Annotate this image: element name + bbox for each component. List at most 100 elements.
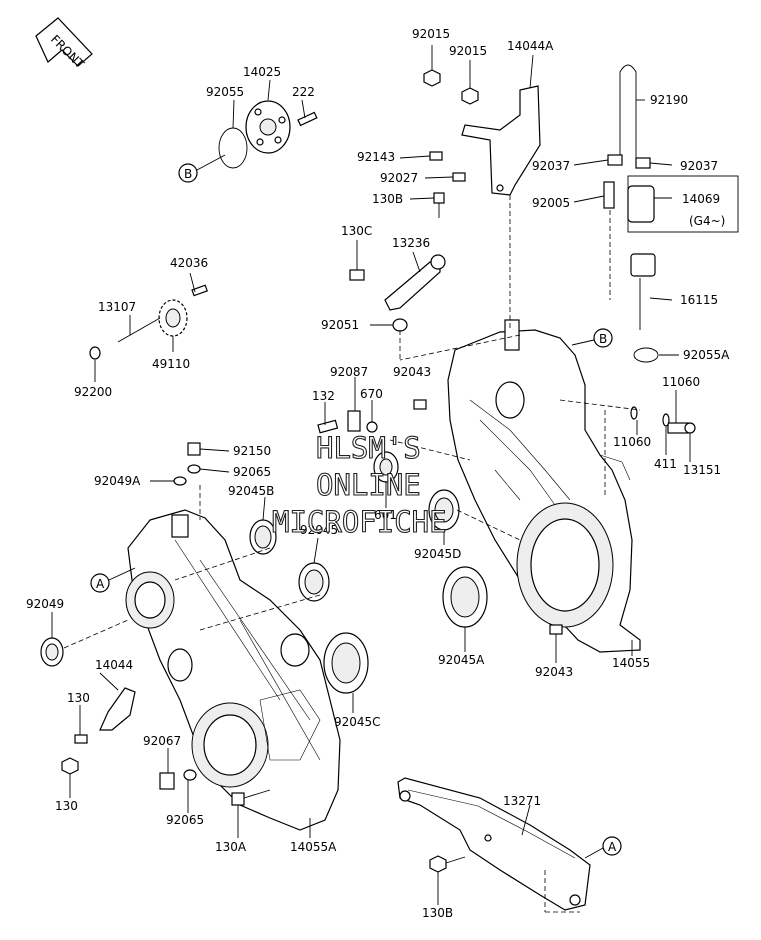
breather-hose-92190 — [603, 64, 655, 223]
switch-13151 — [667, 422, 696, 434]
label-92049A: 92049A — [94, 474, 141, 488]
bracket-14044 — [99, 687, 136, 731]
label-132: 132 — [312, 389, 335, 403]
label-14025: 14025 — [243, 65, 281, 79]
bolt-130B-bottom — [429, 855, 466, 873]
svg-text:B: B — [184, 167, 192, 181]
washer-92051 — [392, 318, 408, 332]
label-92143: 92143 — [357, 150, 395, 164]
seal-601 — [373, 451, 399, 483]
assembly-dashed-lines — [63, 195, 641, 913]
bolts-130 — [61, 734, 88, 775]
label-92065: 92065 — [166, 813, 204, 827]
label-92015: 92015 — [412, 27, 450, 41]
label-11060: 11060 — [613, 435, 651, 449]
label-92049: 92049 — [26, 597, 64, 611]
svg-text:B: B — [599, 332, 607, 346]
bearing-92045A — [442, 566, 488, 628]
label-14069: 14069 — [682, 192, 720, 206]
label-42036: 42036 — [170, 256, 208, 270]
label-13271: 13271 — [503, 794, 541, 808]
label-14055A: 14055A — [290, 840, 337, 854]
label-16115: 16115 — [680, 293, 718, 307]
label-130C: 130C — [341, 224, 372, 238]
label-13151: 13151 — [683, 463, 721, 477]
screw-222 — [297, 111, 318, 127]
label-601: 601 — [374, 508, 397, 522]
label-92150: 92150 — [233, 444, 271, 458]
callout-b-left: B — [178, 154, 226, 183]
lever-13236 — [349, 254, 446, 311]
label-92037: 92037 — [532, 159, 570, 173]
label-14044A: 14044A — [507, 39, 554, 53]
bearing-92045D — [428, 489, 460, 531]
left-gear-case — [125, 509, 341, 831]
bracket-14044A — [461, 85, 541, 196]
bearing-92045B — [249, 519, 277, 555]
label-92067: 92067 — [143, 734, 181, 748]
label-92045B: 92045B — [228, 484, 274, 498]
bearing-92045 — [298, 562, 330, 602]
callout-a-right: A — [584, 836, 622, 859]
right-gear-case — [447, 319, 641, 653]
label-670: 670 — [360, 387, 383, 401]
watermark-line-2: ONLINE — [316, 468, 421, 502]
label-92200: 92200 — [74, 385, 112, 399]
o-ring-92055A — [633, 347, 659, 363]
svg-text:A: A — [608, 840, 617, 854]
label-92065: 92065 — [233, 465, 271, 479]
label-130: 130 — [67, 691, 90, 705]
label-92027: 92027 — [380, 171, 418, 185]
label-13236: 13236 — [392, 236, 430, 250]
bolt-130B-top — [433, 192, 445, 218]
label-14055: 14055 — [612, 656, 650, 670]
label-92055: 92055 — [206, 85, 244, 99]
nuts-92015 — [423, 69, 479, 105]
dipstick-16115 — [630, 253, 656, 330]
drain-plug-92067 — [159, 769, 197, 790]
bearing-92045C — [323, 632, 369, 694]
label-92005: 92005 — [532, 196, 570, 210]
bolts-132-670-92087 — [317, 410, 378, 434]
label-g4: (G4~) — [689, 214, 725, 228]
label-411: 411 — [654, 457, 677, 471]
shaft-13107 — [117, 317, 161, 343]
label-11060: 11060 — [662, 375, 700, 389]
label-92015: 92015 — [449, 44, 487, 58]
svg-text:A: A — [96, 577, 105, 591]
label-49110: 49110 — [152, 357, 190, 371]
label-92190: 92190 — [650, 93, 688, 107]
label-92051: 92051 — [321, 318, 359, 332]
watermark: HLSM'S ONLINE MICROFICHE — [271, 430, 447, 539]
label-130B: 130B — [372, 192, 403, 206]
label-130: 130 — [55, 799, 78, 813]
callout-a-left: A — [90, 567, 136, 593]
label-92045A: 92045A — [438, 653, 485, 667]
cover-plate — [397, 777, 591, 911]
label-130A: 130A — [215, 840, 247, 854]
oil-pump-cover — [245, 100, 291, 154]
label-222: 222 — [292, 85, 315, 99]
label-92043: 92043 — [535, 665, 573, 679]
seal-92049 — [40, 637, 64, 667]
label-92045D: 92045D — [414, 547, 461, 561]
label-92087: 92087 — [330, 365, 368, 379]
washer-92200 — [89, 346, 101, 360]
collars-92143-92027 — [429, 151, 466, 182]
watermark-line-1: HLSM'S — [316, 431, 421, 465]
label-14044: 14044 — [95, 658, 133, 672]
label-92043: 92043 — [393, 365, 431, 379]
part-labels: 92015 92015 14044A 92190 14025 92055 222… — [26, 27, 730, 920]
label-13107: 13107 — [98, 300, 136, 314]
label-92055A: 92055A — [683, 348, 730, 362]
watermark-line-3: MICROFICHE — [272, 505, 447, 539]
variant-box — [627, 175, 739, 233]
plug-92150 — [173, 442, 201, 486]
front-arrow-icon: FRONT — [35, 17, 93, 72]
label-92045C: 92045C — [334, 715, 381, 729]
washers-11060-411 — [630, 406, 670, 427]
label-130B: 130B — [422, 906, 453, 920]
label-92045: 92045 — [300, 523, 338, 537]
